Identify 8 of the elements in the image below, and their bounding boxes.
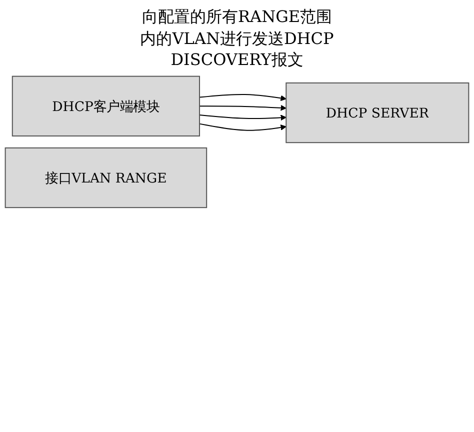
node-box: DHCP SERVER <box>286 82 470 143</box>
node-box: DHCP客户端模块 <box>12 76 200 136</box>
node-box: 接口VLAN RANGE <box>4 147 208 208</box>
arrow <box>199 94 286 101</box>
arrow <box>199 114 286 120</box>
arrow <box>199 123 286 131</box>
arrow <box>199 104 286 111</box>
arrow-description: 向配置的所有RANGE范围内的VLAN进行发送DHCP DISCOVERY报文 <box>139 6 335 71</box>
